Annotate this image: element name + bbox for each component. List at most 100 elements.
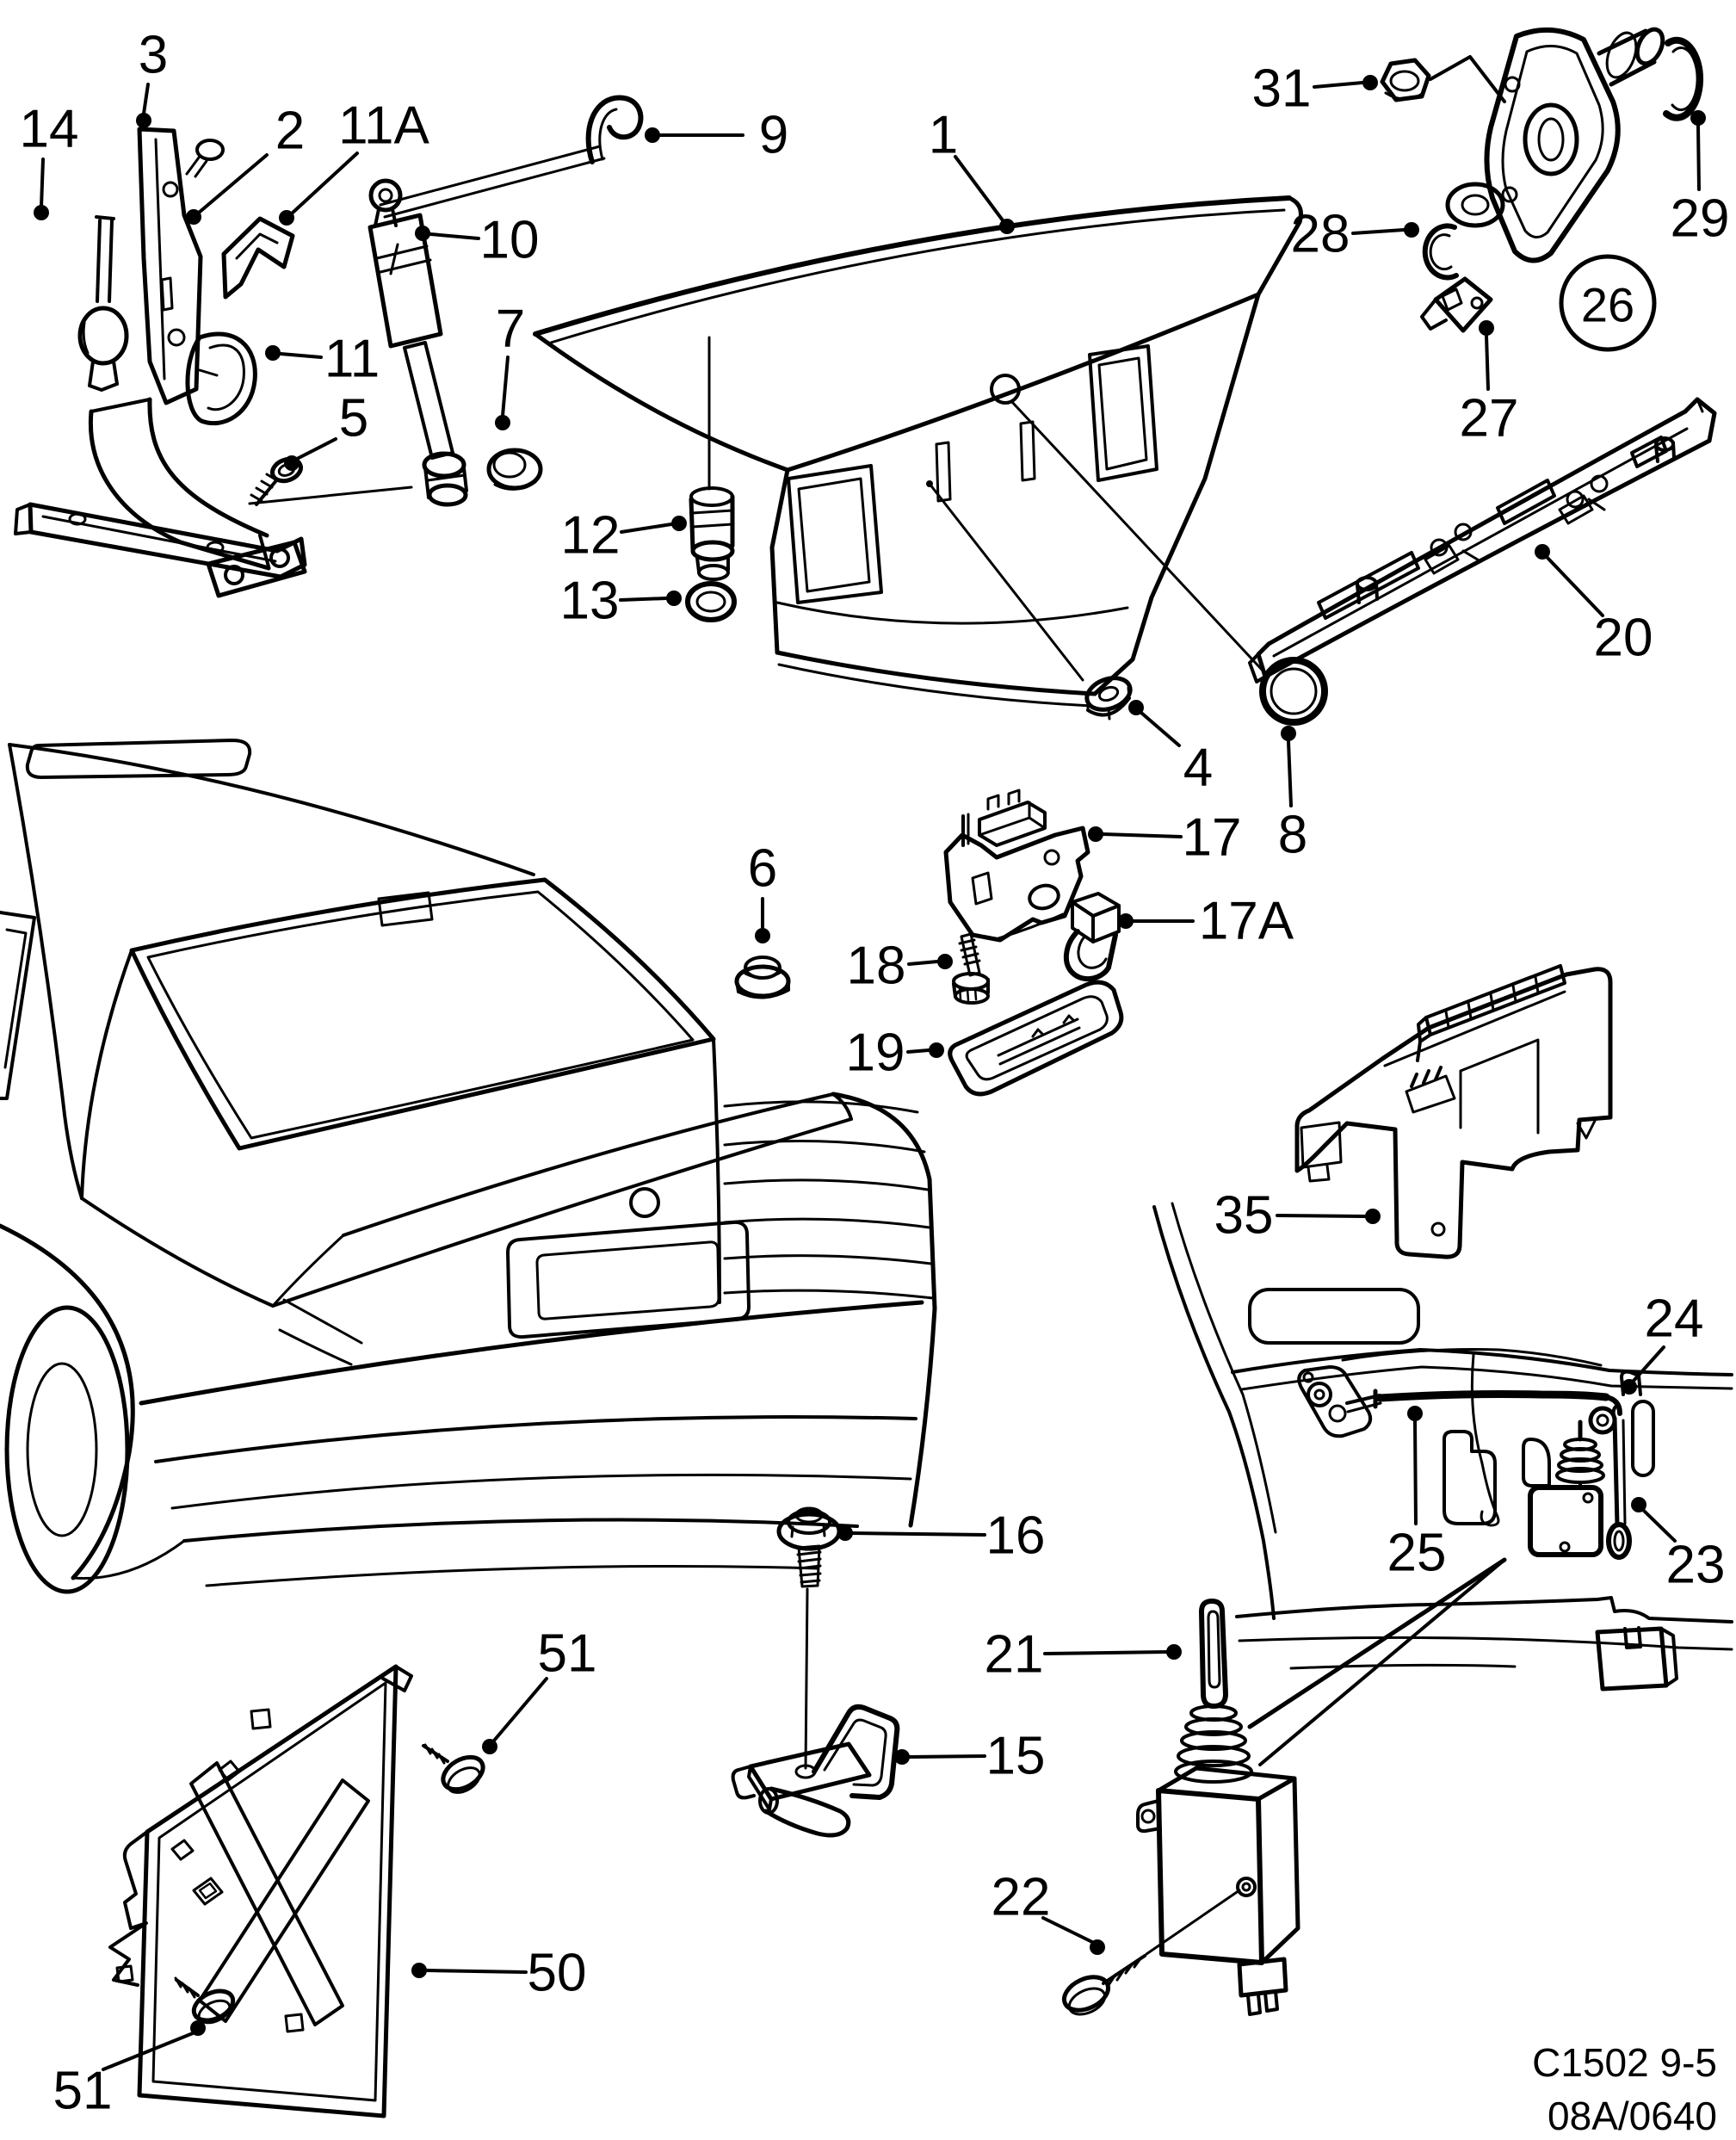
callout-6-label: 6 [748, 839, 777, 899]
callout-13-label: 13 [560, 572, 620, 631]
body-aperture-drawing [1152, 1202, 1733, 1766]
oring-13-drawing [685, 581, 737, 622]
callout-50-label: 50 [528, 1944, 587, 2003]
callout-25: 25 [1387, 1406, 1446, 1583]
nut-4-drawing [1084, 676, 1133, 721]
bolt-51-upper [441, 1754, 485, 1792]
clip-9-drawing [379, 95, 644, 219]
callout-11: 11 [265, 330, 380, 389]
callout-28: 28 [1291, 205, 1419, 264]
callout-21-label: 21 [985, 1625, 1044, 1685]
callout-1-label: 1 [929, 106, 958, 165]
trim-strip-drawing [1248, 397, 1717, 683]
callout-51-lower-label: 51 [53, 2062, 113, 2121]
wedge-11a-drawing [221, 216, 295, 300]
footer-codes: C1502 9-5 08A/0640 [1532, 2040, 1717, 2138]
callout-29: 29 [1671, 110, 1730, 249]
callout-3-label: 3 [139, 26, 168, 85]
car-rear-view-drawing [0, 739, 937, 1594]
callout-7: 7 [486, 300, 543, 491]
callout-50: 50 [411, 1944, 586, 2003]
callout-28-label: 28 [1291, 205, 1350, 264]
trunk-lid-drawing [533, 195, 1303, 708]
callout-14: 14 [20, 100, 79, 220]
badge-26-label: 26 [1581, 278, 1634, 332]
callout-27-label: 27 [1460, 389, 1519, 448]
callout-14-label: 14 [20, 100, 79, 159]
license-bracket-drawing [108, 1664, 485, 2118]
callout-18-label: 18 [847, 937, 906, 996]
lock-hole [990, 374, 1021, 405]
callout-13: 13 [560, 572, 682, 631]
callout-10-label: 10 [480, 211, 540, 270]
callout-17-label: 17 [1183, 808, 1242, 868]
lever-27 [1433, 276, 1493, 333]
callout-3: 3 [136, 26, 168, 128]
actuator-drawing [1061, 1599, 1300, 2016]
callout-23: 23 [1631, 1497, 1725, 1595]
cover-panel-35-drawing [1294, 964, 1613, 1259]
callout-16-label: 16 [986, 1506, 1046, 1566]
striker-17a-drawing [1063, 892, 1121, 982]
callout-27: 27 [1460, 320, 1519, 448]
callout-11a-label: 11A [338, 96, 429, 156]
callout-20: 20 [1535, 544, 1653, 668]
callout-51-upper-label: 51 [538, 1624, 597, 1684]
callout-22: 22 [992, 1868, 1105, 1955]
drawing-code: C1502 9-5 [1532, 2040, 1717, 2085]
latch-17-drawing [943, 789, 1090, 943]
callout-1: 1 [929, 106, 1015, 234]
screw-18-drawing [952, 932, 990, 1005]
callout-2-label: 2 [275, 102, 305, 161]
washer-28 [1445, 182, 1505, 228]
callout-20-label: 20 [1594, 609, 1653, 668]
retaining-ring-29 [1663, 36, 1704, 121]
lock-module-box [1528, 1485, 1603, 1557]
bolt-51-lower [191, 1988, 236, 2023]
nut-31 [1380, 58, 1431, 102]
actuator-lever-21 [1199, 1599, 1228, 1709]
callout-18: 18 [847, 937, 953, 996]
callout-51-lower: 51 [53, 2020, 206, 2121]
callout-4-label: 4 [1183, 739, 1213, 798]
callout-15: 15 [894, 1727, 1045, 1786]
callout-21: 21 [985, 1625, 1182, 1685]
callout-17: 17 [1088, 808, 1241, 868]
callout-17a: 17A [1118, 892, 1294, 951]
callout-11a: 11A [279, 96, 430, 226]
hinge-assembly-drawing [14, 127, 413, 598]
callout-31-label: 31 [1252, 59, 1312, 119]
circled-badge-26: 26 [1559, 254, 1657, 352]
callout-8-label: 8 [1278, 806, 1307, 865]
callout-24: 24 [1622, 1290, 1703, 1395]
callout-51-upper: 51 [482, 1624, 597, 1754]
lock-cylinder-assembly-drawing [1380, 27, 1704, 333]
callout-16: 16 [837, 1506, 1045, 1566]
callout-6: 6 [748, 839, 777, 943]
bolt-22 [1061, 1975, 1111, 2013]
callout-11-label: 11 [324, 330, 380, 389]
callout-19-label: 19 [846, 1024, 905, 1083]
callout-12-label: 12 [561, 506, 621, 566]
callout-31: 31 [1252, 59, 1378, 119]
grommet-24 [1620, 1370, 1642, 1396]
callout-24-label: 24 [1645, 1290, 1704, 1349]
plug-6-drawing [734, 956, 791, 999]
callout-2: 2 [186, 102, 305, 225]
callout-35: 35 [1214, 1186, 1381, 1246]
callout-35-label: 35 [1214, 1186, 1274, 1246]
revision-code: 08A/0640 [1548, 2094, 1717, 2138]
callout-5-label: 5 [339, 389, 368, 448]
callout-29-label: 29 [1671, 189, 1730, 249]
callout-17a-label: 17A [1199, 892, 1294, 951]
callout-8: 8 [1278, 726, 1307, 865]
callout-9-label: 9 [759, 106, 788, 165]
clamp-15-drawing [731, 1704, 900, 1838]
callout-5: 5 [284, 389, 368, 471]
actuator-rod-23 [1612, 1416, 1620, 1528]
buffer-12-drawing [689, 336, 735, 581]
ring-8-drawing [1259, 657, 1328, 726]
bolt-16-drawing [776, 1506, 842, 1770]
